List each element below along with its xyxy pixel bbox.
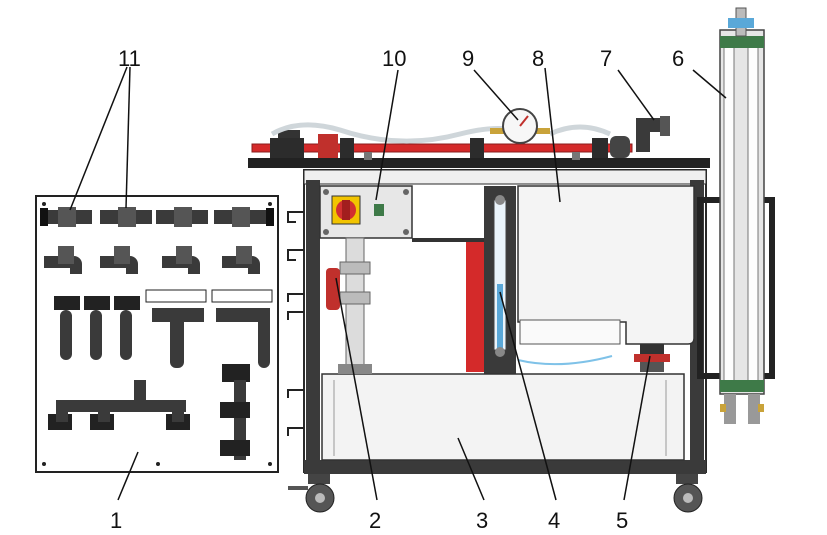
- pressure-gauge: [490, 108, 550, 144]
- callout-1: 1: [110, 508, 122, 533]
- callout-6: 6: [672, 46, 684, 71]
- elbow-outlet: [636, 116, 670, 152]
- top-pipework: [251, 122, 633, 160]
- manometer: [697, 7, 775, 424]
- callout-8: 8: [532, 46, 544, 71]
- manifold-fitting: [48, 380, 190, 430]
- fittings-board: [35, 195, 279, 473]
- vertical-fitting: [220, 364, 250, 460]
- callout-labels: 1 2 3 4 5 6 7 8 9 10 11: [110, 46, 684, 533]
- drain-valve: [634, 344, 670, 372]
- control-box: [319, 185, 413, 239]
- pump-valve: [326, 237, 372, 374]
- elbow-fittings-row: [44, 246, 260, 274]
- hydraulic-bench: [248, 158, 710, 513]
- side-hooks: [287, 211, 304, 436]
- volumetric-tank: [517, 185, 695, 345]
- callout-5: 5: [616, 508, 628, 533]
- callout-11: 11: [118, 46, 141, 71]
- callout-9: 9: [462, 46, 474, 71]
- castor-wheels: [288, 474, 703, 513]
- callout-4: 4: [548, 508, 560, 533]
- leader-lines: [69, 66, 727, 501]
- straight-couplings-row: [40, 207, 274, 227]
- sump-tank: [321, 373, 685, 461]
- callout-2: 2: [369, 508, 381, 533]
- callout-7: 7: [600, 46, 612, 71]
- callout-10: 10: [382, 46, 406, 71]
- sight-gauge: [493, 195, 507, 357]
- callout-3: 3: [476, 508, 488, 533]
- tee-fittings-row: [54, 289, 273, 368]
